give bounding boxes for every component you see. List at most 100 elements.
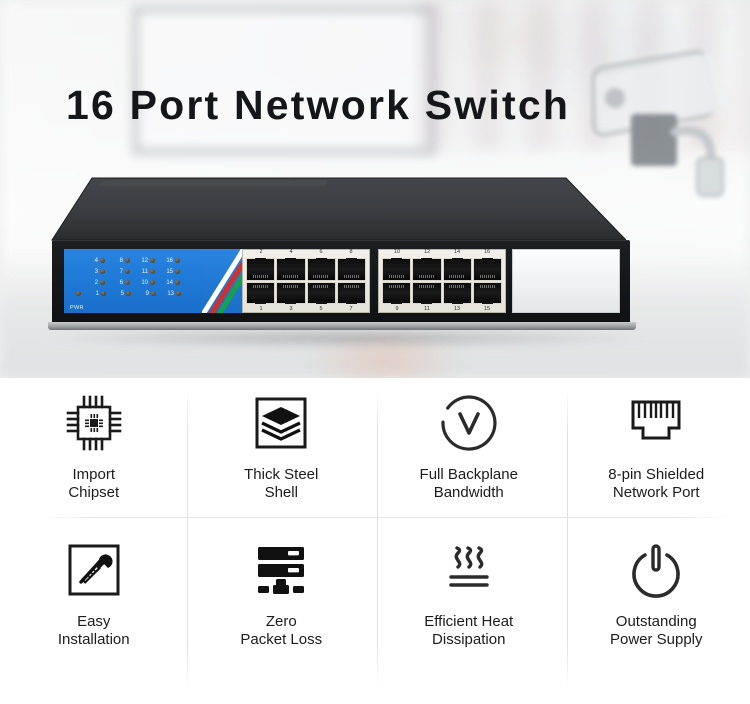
port-grid: [382, 258, 502, 304]
led-number: 5: [120, 290, 124, 297]
led-indicator: [100, 280, 105, 285]
accent-stripe: [202, 249, 244, 313]
feature-zero-packet-loss: Zero Packet Loss: [188, 533, 376, 673]
led-number: 4: [94, 257, 98, 264]
led-status-panel: 4 8 12 16 3 7: [64, 249, 216, 313]
rj45-port[interactable]: [382, 258, 412, 281]
led-number: 3: [94, 268, 98, 275]
rj45-port[interactable]: [442, 258, 472, 281]
device-front-panel: 4 8 12 16 3 7: [52, 240, 630, 324]
v-circle-icon: [438, 386, 500, 460]
blank-side-panel: [512, 249, 620, 313]
rj45-port[interactable]: [276, 281, 306, 304]
device-shadow: [46, 328, 646, 348]
network-switch-device: 4 8 12 16 3 7: [26, 176, 646, 354]
port-number: 7: [349, 306, 353, 312]
feature-efficient-heat-dissipation: Efficient Heat Dissipation: [375, 533, 563, 673]
server-rack-icon: [250, 533, 312, 607]
port-number: 3: [289, 306, 293, 312]
led-number: 2: [94, 279, 98, 286]
led-number: 1: [95, 290, 99, 297]
rj45-port[interactable]: [306, 258, 336, 281]
led-rows: 4 8 12 16 3 7: [72, 255, 214, 299]
feature-label: Thick Steel Shell: [244, 466, 319, 501]
led-number: 15: [166, 268, 173, 275]
rj45-port[interactable]: [336, 281, 366, 304]
port-number: 15: [483, 306, 491, 312]
led-indicator: [150, 280, 155, 285]
feature-full-backplane-bandwidth: Full Backplane Bandwidth: [375, 386, 563, 526]
port-number: 2: [259, 249, 263, 255]
port-number: 6: [319, 249, 323, 255]
port-numbers-top: 2 4 6 8: [246, 249, 366, 256]
rj45-port[interactable]: [412, 281, 442, 304]
steel-layers-icon: [250, 386, 312, 460]
led-number: 11: [141, 268, 148, 275]
led-indicator: [175, 258, 180, 263]
led-indicator: [151, 291, 156, 296]
power-button-icon: [625, 533, 687, 607]
rj45-port[interactable]: [472, 258, 502, 281]
cpu-chip-icon: [63, 386, 125, 460]
led-number: 9: [145, 290, 149, 297]
device-top-surface: [51, 177, 626, 241]
port-number: 1: [259, 306, 263, 312]
led-number: 13: [167, 290, 174, 297]
grid-divider-vertical: [377, 388, 378, 688]
rj45-port-icon: [625, 386, 687, 460]
led-number: 10: [141, 279, 148, 286]
rj45-port[interactable]: [276, 258, 306, 281]
rj45-port[interactable]: [442, 281, 472, 304]
rj45-port[interactable]: [336, 258, 366, 281]
port-number: 10: [393, 249, 401, 255]
rj45-port[interactable]: [412, 258, 442, 281]
cctv-camera-icon: [592, 50, 726, 197]
feature-label: 8-pin Shielded Network Port: [608, 466, 705, 501]
feature-outstanding-power-supply: Outstanding Power Supply: [563, 533, 750, 673]
led-row: 4 8 12 16: [72, 255, 214, 266]
rj45-port[interactable]: [246, 281, 276, 304]
port-block-1: 2 4 6 8: [242, 249, 370, 313]
port-numbers-bottom: 9 11 13 15: [382, 306, 502, 313]
feature-label: Full Backplane Bandwidth: [419, 466, 518, 501]
led-indicator: [175, 280, 180, 285]
led-row: 1 5 9 13: [72, 288, 214, 299]
led-indicator: [76, 291, 81, 296]
port-number: 14: [453, 249, 461, 255]
rj45-port[interactable]: [472, 281, 502, 304]
led-indicator: [150, 269, 155, 274]
port-number: 9: [395, 306, 399, 312]
led-number: 8: [119, 257, 123, 264]
feature-row-1: Import Chipset Thick Steel Shell: [0, 386, 750, 526]
led-indicator: [150, 258, 155, 263]
grid-divider-vertical: [567, 388, 568, 688]
background-blur-blob: [310, 330, 460, 378]
led-number: 7: [119, 268, 123, 275]
feature-thick-steel-shell: Thick Steel Shell: [188, 386, 376, 526]
port-numbers-top: 10 12 14 16: [382, 249, 502, 256]
feature-label: Efficient Heat Dissipation: [424, 613, 514, 648]
port-block-2: 10 12 14 16: [378, 249, 506, 313]
led-number: 16: [166, 257, 173, 264]
rj45-port[interactable]: [306, 281, 336, 304]
led-row: 3 7 11 15: [72, 266, 214, 277]
port-number: 11: [424, 306, 430, 312]
led-number: 6: [119, 279, 123, 286]
led-indicator: [101, 291, 106, 296]
heat-waves-icon: [438, 533, 500, 607]
feature-grid: Import Chipset Thick Steel Shell: [0, 378, 750, 704]
tools-icon: [63, 533, 125, 607]
led-number: 14: [166, 279, 173, 286]
power-led-label: PWR: [70, 305, 84, 311]
feature-easy-installation: Easy Installation: [0, 533, 188, 673]
rj45-port[interactable]: [382, 281, 412, 304]
feature-label: Zero Packet Loss: [240, 613, 323, 648]
feature-label: Easy Installation: [57, 613, 130, 648]
rj45-port[interactable]: [246, 258, 276, 281]
led-number: 12: [141, 257, 148, 264]
page-title: 16 Port Network Switch: [66, 82, 571, 128]
port-numbers-bottom: 1 3 5 7: [246, 306, 366, 313]
port-number: 12: [423, 249, 431, 255]
port-number: 13: [453, 306, 461, 312]
